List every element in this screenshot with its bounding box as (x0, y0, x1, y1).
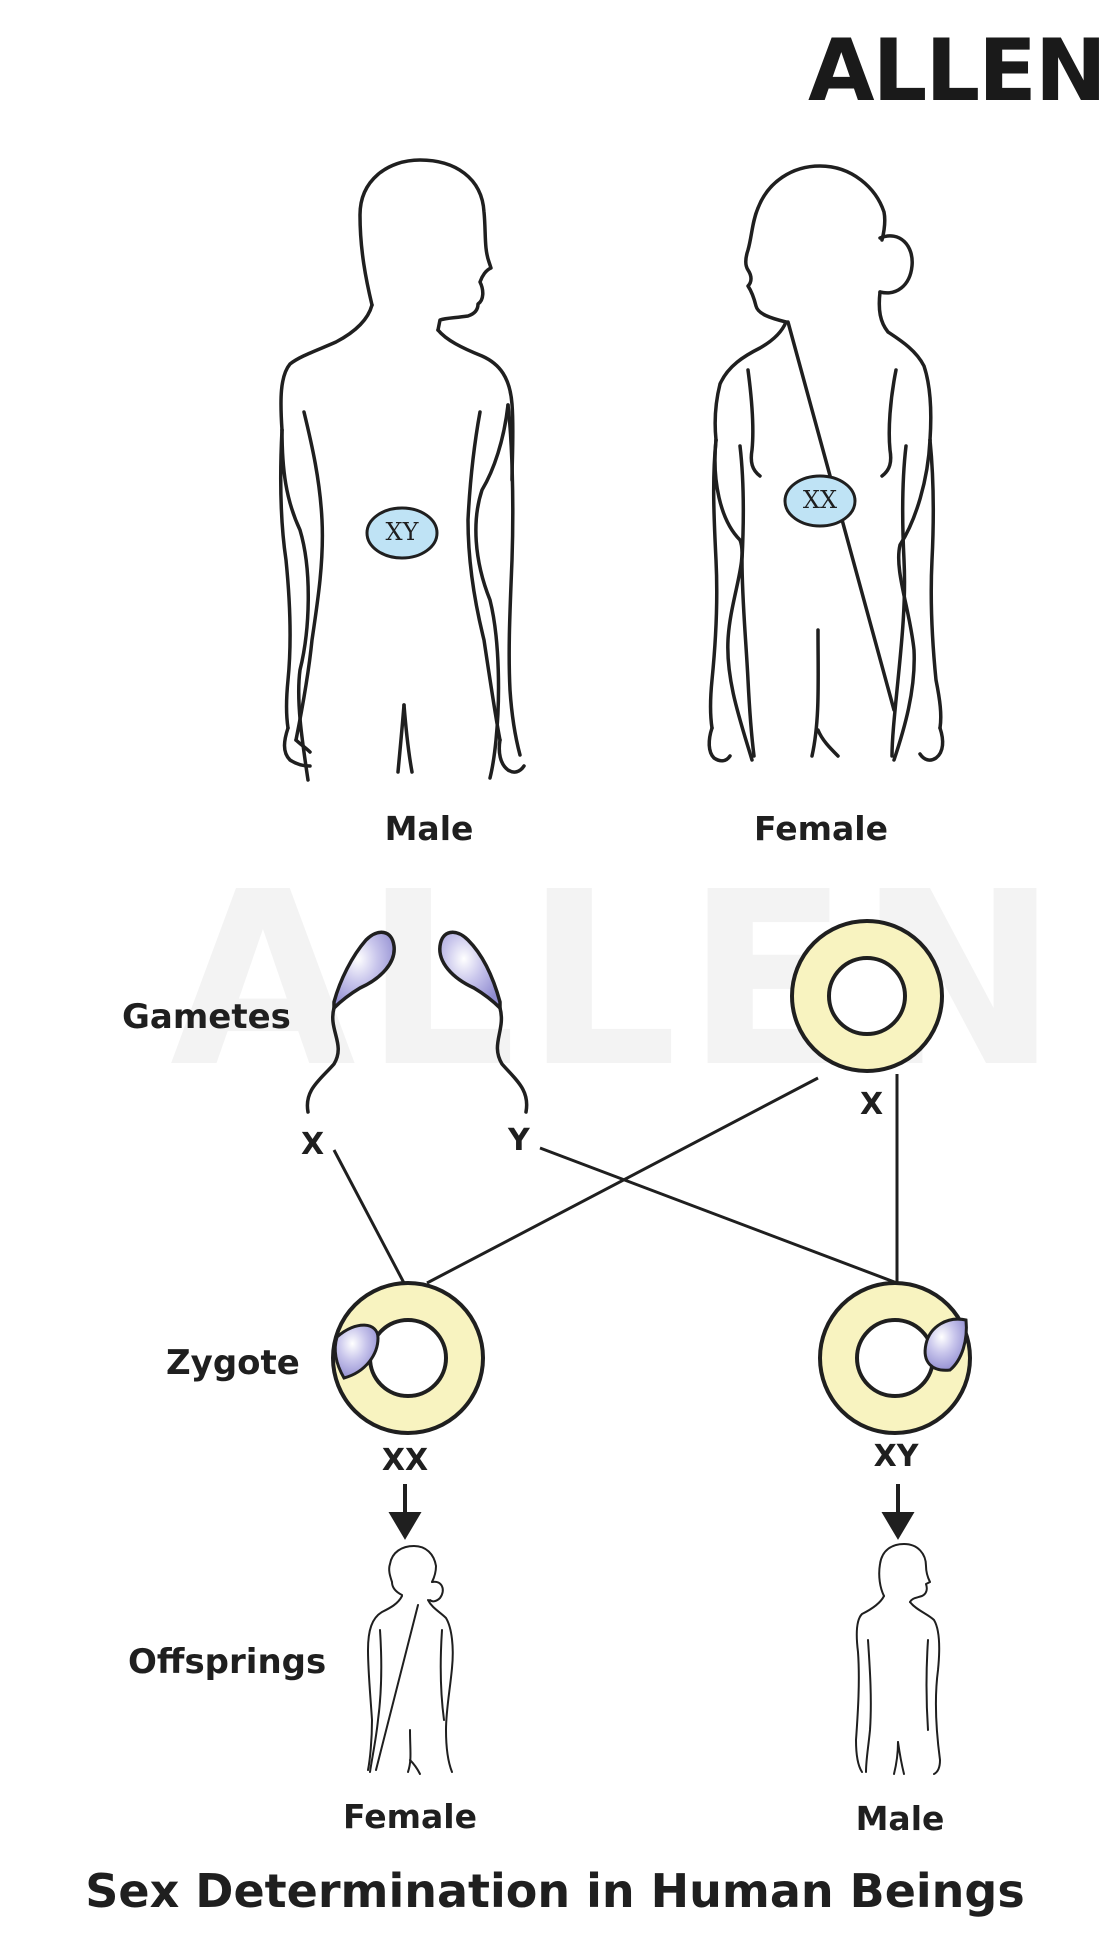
sperm-x (305, 930, 396, 1114)
brand-logo: ALLEN (808, 21, 1107, 121)
male-chromosome-label: XY (385, 518, 419, 546)
offsprings-row-label: Offsprings (128, 1642, 327, 1682)
female-chromosome-label: XX (802, 486, 838, 514)
male-parent-label: Male (384, 809, 474, 848)
offspring-female-label: Female (343, 1797, 477, 1836)
line-sperm-x-to-left-zygote (332, 1149, 406, 1284)
egg-cell (790, 919, 944, 1073)
offspring-male-figure (855, 1543, 941, 1775)
female-parent-figure (707, 164, 945, 763)
line-sperm-y-to-right-zygote (539, 1146, 898, 1285)
offspring-female-figure (367, 1545, 454, 1775)
zygote-left-label: XX (381, 1443, 429, 1478)
male-chromosome-oval (365, 506, 439, 560)
arrow-right (881, 1484, 915, 1540)
female-parent-label: Female (754, 809, 888, 848)
egg-x-label: X (860, 1087, 884, 1122)
line-egg-to-left-zygote (426, 1076, 819, 1285)
male-parent-figure (279, 158, 526, 782)
sperm-y-label: Y (508, 1123, 530, 1158)
sperm-y (438, 930, 529, 1114)
diagram-title: Sex Determination in Human Beings (85, 1864, 1025, 1918)
female-chromosome-oval (783, 474, 857, 528)
sperm-x-label: X (301, 1127, 325, 1162)
fertilization-lines (332, 1074, 899, 1285)
offspring-male-label: Male (855, 1799, 945, 1838)
zygote-left (331, 1281, 485, 1435)
zygote-right (818, 1281, 972, 1435)
gametes-row-label: Gametes (122, 997, 291, 1037)
zygote-row-label: Zygote (166, 1343, 300, 1383)
zygote-right-label: XY (873, 1439, 919, 1474)
arrow-left (388, 1484, 422, 1540)
